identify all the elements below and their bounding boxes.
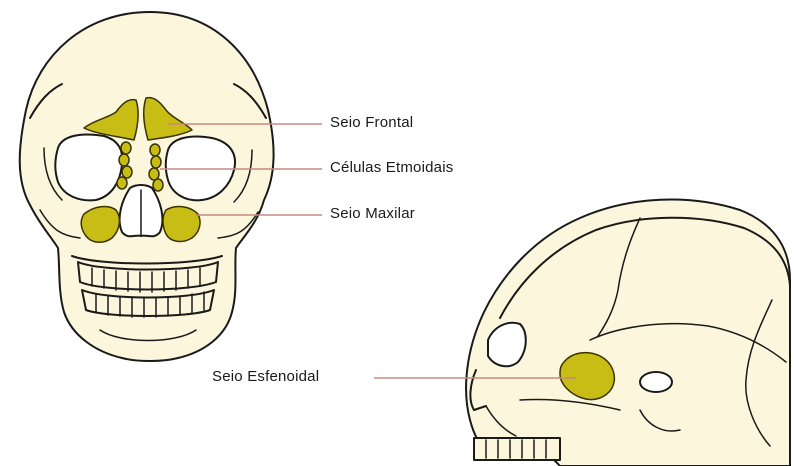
label-ethmoid-cells: Células Etmoidais (330, 159, 453, 176)
ethmoid-cell (122, 166, 132, 178)
skull-front-view (20, 12, 274, 361)
ethmoid-cell (119, 154, 129, 166)
label-sphenoid-sinus: Seio Esfenoidal (212, 368, 319, 385)
ear-canal (640, 372, 672, 392)
maxillary-sinus-left (81, 207, 119, 243)
ethmoid-cell (151, 156, 161, 168)
ethmoid-cell (117, 177, 127, 189)
ethmoid-cell (153, 179, 163, 191)
teeth-lateral (474, 438, 560, 460)
label-frontal-sinus: Seio Frontal (330, 114, 413, 131)
ethmoid-cell (121, 142, 131, 154)
orbit-left (55, 135, 122, 201)
label-maxillary-sinus: Seio Maxilar (330, 205, 415, 222)
ethmoid-cell (150, 144, 160, 156)
maxillary-sinus-right (163, 207, 200, 242)
skull-lateral-view (466, 200, 790, 466)
ethmoid-cell (149, 168, 159, 180)
